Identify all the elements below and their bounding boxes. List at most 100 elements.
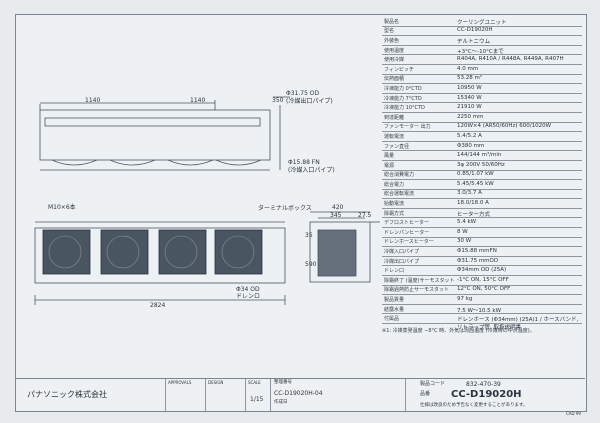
spec-value: 53.28 m²	[457, 75, 483, 82]
spec-label: 製品質量	[384, 297, 405, 304]
product-label: 品番	[420, 391, 431, 397]
spec-value: 3φ 200V 50/60Hz	[457, 161, 505, 168]
spec-row: ファン直径 Φ380 mm	[382, 141, 582, 152]
spec-label: 付属品	[384, 316, 400, 323]
spec-row: ドレンパンヒーター 8 W	[382, 227, 582, 238]
spec-value: 18.0/18.0 A	[457, 200, 489, 207]
spec-note: ※1: 冷媒蒸発温度 −8°C 時、外気は周囲温度 (冷媒時の中点温度)。	[382, 328, 535, 334]
scale-value: 1/15	[250, 396, 264, 403]
bolt-label: M10×6本	[48, 204, 76, 211]
spec-value: 0.85/1.07 kW	[457, 171, 494, 178]
spec-value: ヂルトニウム	[457, 38, 491, 45]
spec-value: 30 W	[457, 238, 472, 245]
dim-1140-mid: 1140	[190, 97, 206, 104]
spec-value: 97 kg	[457, 296, 473, 303]
spec-label: 除霜終了 (温度)サーモスタット	[384, 277, 455, 284]
terminal-box-label: ターミナルボックス	[258, 205, 312, 212]
dim-350: 350	[272, 97, 284, 104]
spec-label: ドレンパンヒーター	[384, 229, 430, 236]
spec-value: 7.5 W〜10.5 kW	[457, 307, 502, 314]
spec-label: 使用温度	[384, 47, 405, 54]
spec-label: 結露水量	[384, 306, 405, 313]
drawing-frame	[15, 14, 587, 412]
made-by-label: 作成日	[274, 400, 288, 405]
dim-27: 27.5	[358, 212, 372, 219]
dim-420: 420	[332, 204, 344, 211]
spec-row: 使用温度 +3°C〜-10°Cまで	[382, 45, 582, 56]
spec-label: フィンピッチ	[384, 66, 414, 73]
fan-2	[100, 229, 149, 275]
spec-label: デフロストヒーター	[384, 220, 430, 227]
dim-1140-left: 1140	[85, 97, 101, 104]
company-name: パナソニック株式会社	[27, 390, 107, 399]
pipe-in-label: Φ15.88 FN	[288, 159, 320, 166]
spec-row: 除霜方式ヒーター方式	[382, 208, 582, 219]
part-no: 832-470-39	[466, 381, 501, 388]
spec-label: 冷凍能力 10°CTD	[384, 105, 425, 112]
pipe-in-sub: (冷媒入口パイプ)	[288, 167, 335, 174]
spec-row: ドレンホースヒーター 30 W	[382, 237, 582, 248]
spec-label: 外装色	[384, 37, 400, 44]
spec-row: 製品名クーリングユニット	[382, 16, 582, 27]
spec-value: 4.0 mm	[457, 65, 479, 72]
spec-value: ヒーター方式	[457, 211, 491, 218]
spec-row: 伝熱面積 53.28 m²	[382, 74, 582, 85]
spec-value: 2250 mm	[457, 113, 484, 120]
spec-row: 到達距離 2250 mm	[382, 112, 582, 123]
spec-label: ドレンホースヒーター	[384, 239, 434, 246]
cad-label: CAD 99	[566, 411, 581, 416]
front-view-body	[34, 227, 286, 284]
spec-label: 冷凍能力 0°CTD	[384, 85, 422, 92]
spec-label: ファンモーター 出力	[384, 124, 431, 131]
spec-label: 到達距離	[384, 114, 405, 121]
spec-value: +3°C〜-10°Cまで	[457, 48, 504, 55]
spec-value: -1°C ON, 15°C OFF	[457, 276, 509, 283]
drain-size-label: Φ34 OD	[236, 286, 260, 293]
spec-value: Φ380 mm	[457, 142, 485, 149]
spec-value: 8 W	[457, 228, 468, 235]
spec-value: 144/144 m³/min	[457, 152, 502, 159]
dim-35: 35	[305, 232, 313, 239]
product-number: CC-D19020H	[451, 389, 522, 400]
title-block: パナソニック株式会社 APPROVALS DESIGN SCALE 1/15 整…	[15, 378, 585, 411]
drain-label: ドレンロ	[236, 293, 261, 300]
spec-row: 製品質量 97 kg	[382, 294, 582, 305]
dim-345: 345	[330, 212, 342, 219]
spec-row: フィンピッチ 4.0 mm	[382, 64, 582, 75]
fan-1	[42, 229, 91, 275]
spec-row: 冷凍能力 10°CTD 21910 W	[382, 102, 582, 113]
spec-label: 総合消費電力	[384, 172, 415, 179]
drawing-no-label: 整理番号	[274, 380, 292, 385]
spec-value: ドレンホース (Φ34mm) (25A)1 / ホースバンド, リトラップ管, …	[457, 317, 579, 332]
spec-label: ファン直径	[384, 143, 410, 150]
top-view-body	[39, 109, 271, 161]
spec-label: 冷凍能力 7°CTD	[384, 95, 422, 102]
spec-label: 総合電力	[384, 181, 405, 188]
spec-label: 使用冷媒	[384, 57, 405, 64]
spec-row: 外装色 ヂルトニウム	[382, 35, 582, 46]
fan-3	[158, 229, 207, 275]
spec-label: 冷媒出口パイプ	[384, 258, 420, 265]
spec-label: 始動電流	[384, 201, 405, 208]
spec-value: 21910 W	[457, 104, 482, 111]
scale-label: SCALE	[248, 380, 261, 385]
design-label: DESIGN	[208, 380, 224, 385]
spec-label: 伝熱面積	[384, 76, 405, 83]
part-no-label: 製品コード	[420, 381, 446, 387]
spec-row: 結露水量 7.5 W〜10.5 kW	[382, 304, 582, 315]
spec-value: 12°C ON, 50°C OFF	[457, 286, 511, 293]
dim-2824: 2824	[150, 302, 166, 309]
spec-value: 120W×4 (AR50/60Hz) 600/1020W	[457, 123, 552, 130]
